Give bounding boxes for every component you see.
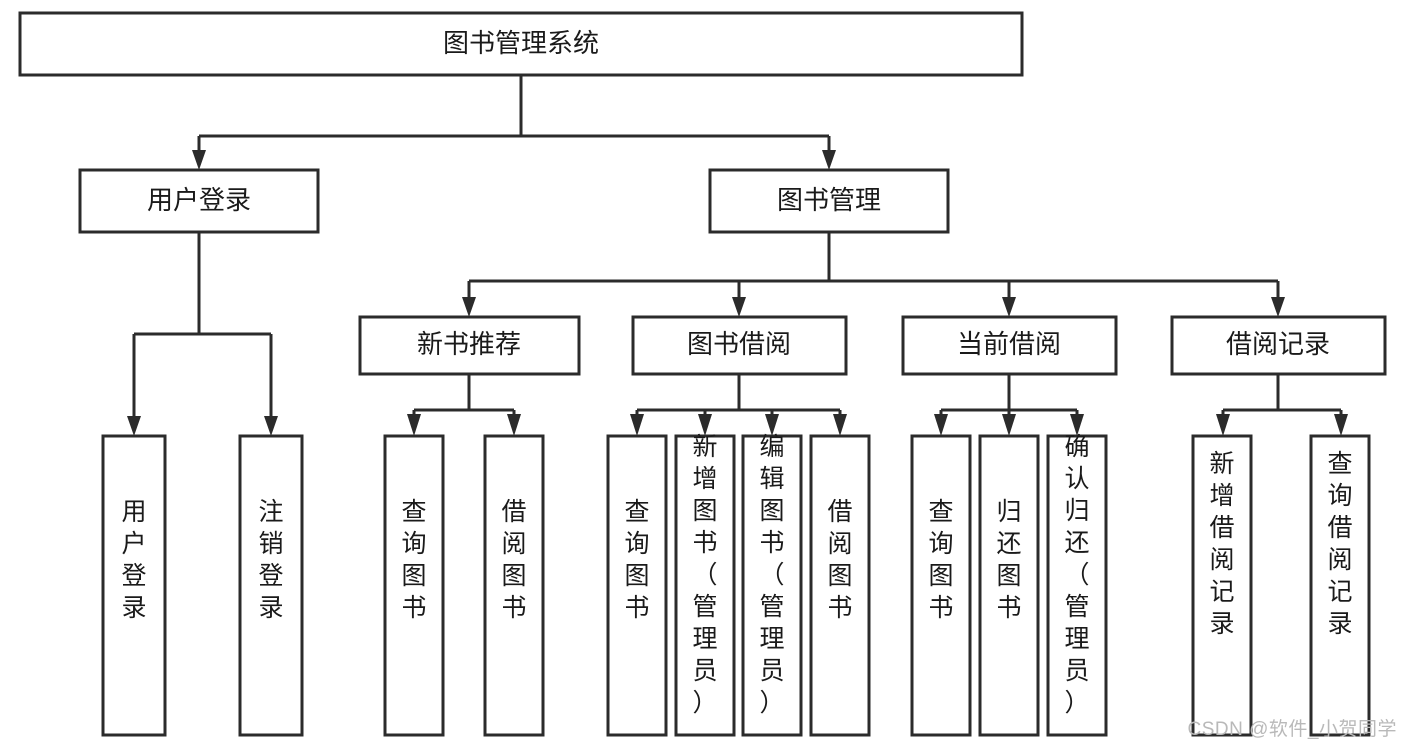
csdn-watermark: CSDN @软件_小贺同学 [1187,719,1397,740]
arrow-head-leaf-borrow-book-1 [507,414,521,436]
arrow-head-leaf-add-book [698,414,712,436]
arrow-head-leaf-borrow-book-2 [833,414,847,436]
node-label-user-login: 用户登录 [147,185,251,215]
arrow-head-leaf-user-login [127,416,141,436]
arrow-head-leaf-query-book-2 [630,414,644,436]
node-leaf-edit-book[interactable]: 编辑图书（管理员） [741,433,803,737]
node-leaf-query-record[interactable]: 查询借阅记录 [1309,434,1371,737]
node-label-leaf-user-login: 用户登录 [121,498,146,622]
node-current-borrow[interactable]: 当前借阅 [901,315,1118,376]
arrow-head-new-book-recommend [462,297,476,317]
node-label-book-management: 图书管理 [777,185,881,215]
node-label-borrow-record: 借阅记录 [1226,329,1330,359]
node-leaf-return-book[interactable]: 归还图书 [978,434,1040,737]
arrow-head-leaf-query-book-1 [407,414,421,436]
node-label-current-borrow: 当前借阅 [957,329,1061,359]
node-label-new-book-recommend: 新书推荐 [417,329,521,359]
node-label-leaf-edit-book: 编辑图书（管理员） [759,433,784,717]
arrow-head-leaf-confirm-return [1070,414,1084,436]
arrow-head-leaf-return-book [1002,414,1016,436]
node-leaf-query-book-3[interactable]: 查询图书 [910,434,972,737]
node-user-login[interactable]: 用户登录 [78,168,320,234]
node-leaf-add-book[interactable]: 新增图书（管理员） [674,433,736,737]
arrow-head-leaf-logout-login [264,416,278,436]
node-leaf-query-book-1[interactable]: 查询图书 [383,434,445,737]
arrow-head-book-borrow [732,297,746,317]
node-label-leaf-query-book-2: 查询图书 [624,498,649,622]
node-label-leaf-confirm-return: 确认归还（管理员） [1064,433,1089,717]
node-label-leaf-borrow-book-2: 借阅图书 [827,498,852,622]
arrow-head-book-management [822,150,836,170]
node-label-leaf-query-book-1: 查询图书 [401,498,426,622]
node-borrow-record[interactable]: 借阅记录 [1170,315,1387,376]
node-label-book-borrow: 图书借阅 [687,329,791,359]
node-leaf-logout-login[interactable]: 注销登录 [238,434,304,737]
node-label-leaf-query-record: 查询借阅记录 [1327,450,1352,638]
node-leaf-confirm-return[interactable]: 确认归还（管理员） [1046,433,1108,737]
connector-layer [127,75,1348,436]
node-label-leaf-add-book: 新增图书（管理员） [692,433,717,717]
arrow-head-user-login [192,150,206,170]
node-label-leaf-logout-login: 注销登录 [258,498,283,622]
node-label-leaf-borrow-book-1: 借阅图书 [501,498,526,622]
node-label-leaf-query-book-3: 查询图书 [928,498,953,622]
node-leaf-borrow-book-1[interactable]: 借阅图书 [483,434,545,737]
arrow-head-leaf-query-record [1334,414,1348,436]
node-label-leaf-return-book: 归还图书 [996,498,1021,622]
node-book-management-system[interactable]: 图书管理系统 [18,11,1024,77]
node-label-leaf-add-record: 新增借阅记录 [1209,450,1234,638]
node-leaf-borrow-book-2[interactable]: 借阅图书 [809,434,871,737]
arrow-head-leaf-add-record [1216,414,1230,436]
node-book-borrow[interactable]: 图书借阅 [631,315,848,376]
node-leaf-user-login[interactable]: 用户登录 [101,434,167,737]
node-new-book-recommend[interactable]: 新书推荐 [358,315,581,376]
node-leaf-query-book-2[interactable]: 查询图书 [606,434,668,737]
node-label-book-management-system: 图书管理系统 [443,28,599,58]
arrow-head-current-borrow [1002,297,1016,317]
node-book-management[interactable]: 图书管理 [708,168,950,234]
arrow-head-leaf-query-book-3 [934,414,948,436]
arrow-head-borrow-record [1271,297,1285,317]
arrow-head-leaf-edit-book [765,414,779,436]
node-leaf-add-record[interactable]: 新增借阅记录 [1191,434,1253,737]
